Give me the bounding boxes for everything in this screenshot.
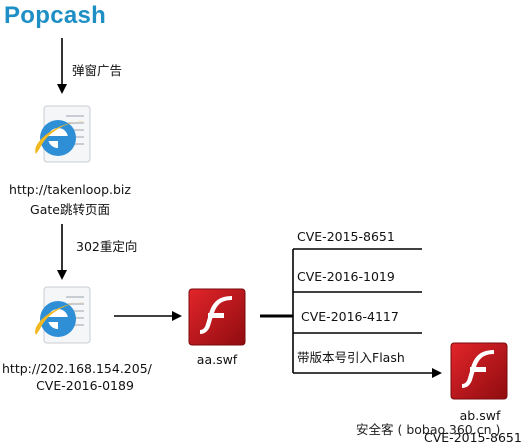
flash2-cve: CVE-2015-8651	[424, 430, 522, 445]
ie1-url: http://takenloop.biz	[9, 182, 131, 197]
watermark: 安全客 ( bobao.360.cn )	[356, 422, 501, 437]
popcash-logo: Popcash	[4, 2, 107, 29]
internet-explorer-icon	[30, 283, 96, 349]
adobe-flash-icon	[188, 288, 246, 346]
step-label-redirect: 302重定向	[76, 239, 138, 254]
ie2-url: http://202.168.154.205/	[2, 361, 152, 376]
flash2-label: ab.swf	[459, 408, 501, 423]
cve-label-1: CVE-2015-8651	[297, 229, 395, 244]
adobe-flash-icon	[450, 342, 508, 400]
ie2-cve: CVE-2016-0189	[36, 378, 134, 393]
flash1-label: aa.swf	[196, 352, 238, 367]
cve-label-2: CVE-2016-1019	[297, 269, 395, 284]
cve-label-3: CVE-2016-4117	[301, 309, 399, 324]
ie1-description: Gate跳转页面	[30, 202, 110, 217]
step-label-popup-ad: 弹窗广告	[72, 63, 123, 78]
internet-explorer-icon	[30, 102, 96, 168]
branch-label-flash-version: 带版本号引入Flash	[297, 350, 405, 365]
